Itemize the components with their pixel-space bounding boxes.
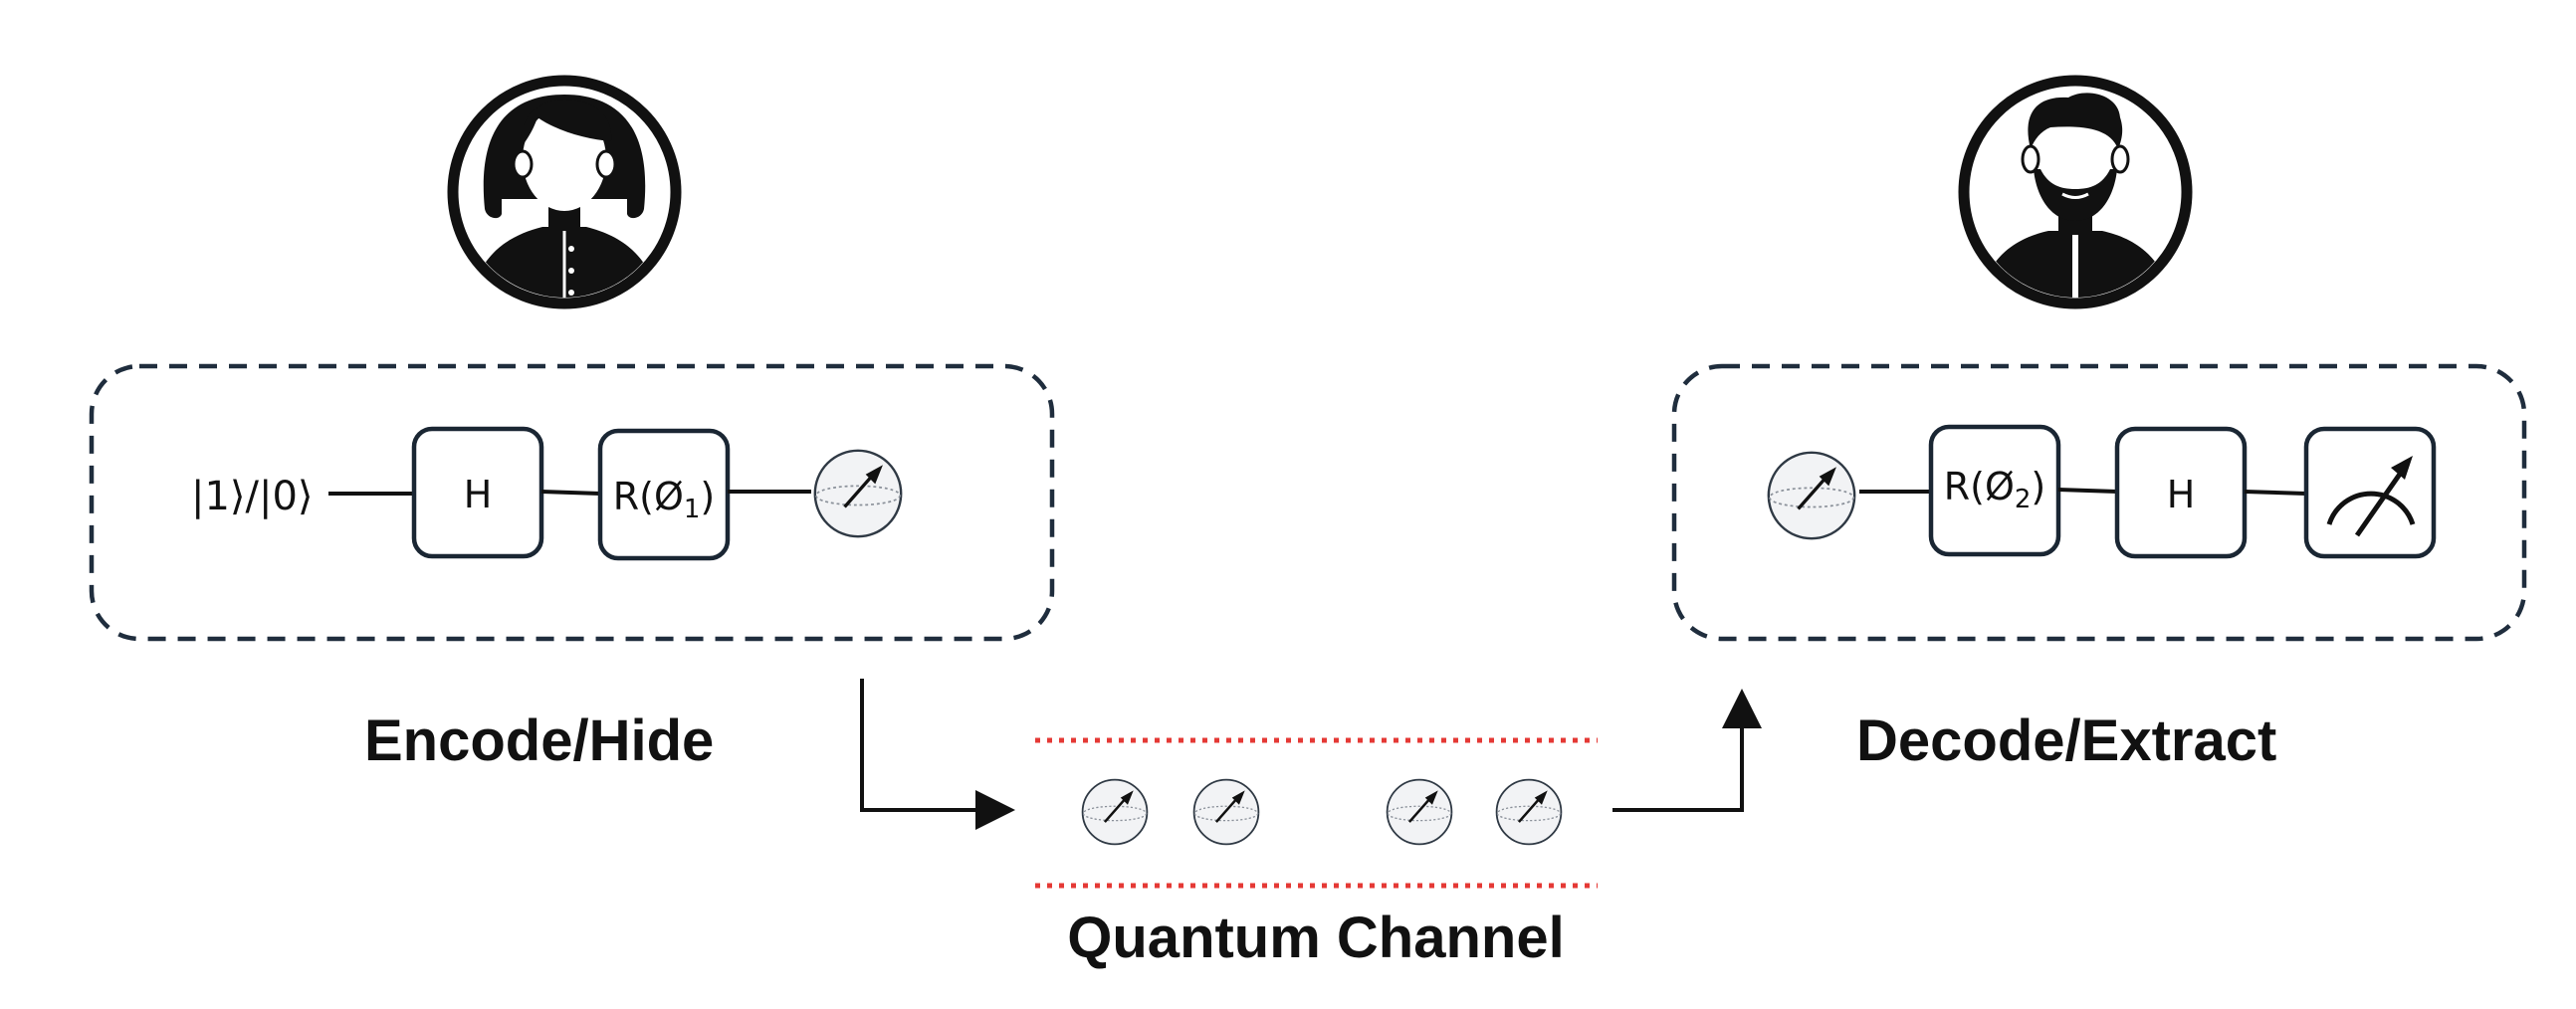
hadamard-gate-label: H [2167,473,2196,516]
decoder-circuit: R(Ø2) H [1671,363,2527,642]
woman-avatar-icon [447,75,682,309]
receiver-avatar [1958,75,2193,309]
wire [2057,488,2118,494]
bloch-sphere-icon [1192,778,1260,846]
encode-label: Encode/Hide [364,708,714,773]
decode-label: Decode/Extract [1856,708,2276,773]
meter-icon [2303,426,2437,559]
rotation-gate [597,428,731,561]
channel-label: Quantum Channel [1067,906,1564,970]
bloch-sphere-icon [1081,778,1149,846]
encoder-dashed-box [89,363,1055,642]
bloch-sphere-icon [1386,778,1453,846]
receive-arrow [1612,689,1762,812]
bloch-sphere-icon [813,449,903,538]
sender-avatar [447,75,682,309]
encoder-circuit: |1⟩/|0⟩ H R(Ø1) [89,363,1055,642]
input-state-label: |1⟩/|0⟩ [191,474,314,519]
send-arrow [860,679,1015,830]
wire [540,490,601,496]
rotation-gate-label: R(Ø1) [613,475,716,524]
wire [2244,490,2307,496]
quantum-channel: Quantum Channel [1035,737,1598,970]
man-avatar-icon [1958,75,2193,309]
bloch-sphere-icon [1495,778,1563,846]
hadamard-gate-label: H [464,473,493,516]
bloch-sphere-icon [1767,451,1856,540]
rotation-gate-label: R(Ø2) [1944,465,2046,514]
